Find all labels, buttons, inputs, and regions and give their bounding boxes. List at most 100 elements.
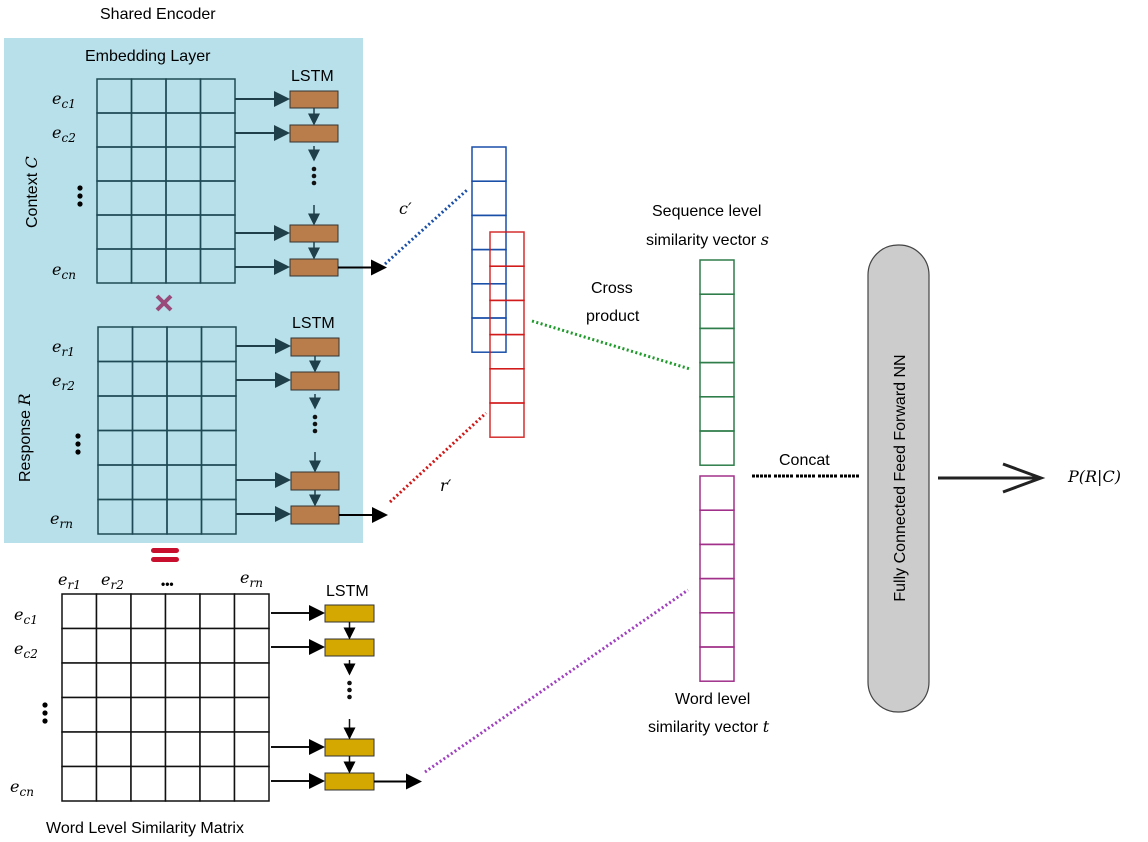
r-prime-connector: [388, 411, 488, 504]
word-lstm-chain: [271, 604, 422, 791]
vector-cell: [471, 180, 507, 217]
lstm-cell: [289, 258, 339, 277]
lstm-cell: [290, 337, 340, 357]
lstm-cell: [289, 124, 339, 143]
grid-cell: [164, 731, 201, 768]
ellipsis-dot: [312, 421, 318, 427]
cross-product-connector: [531, 319, 691, 371]
vertical-ellipsis-icon: [75, 433, 81, 455]
shared-encoder-title: Shared Encoder: [100, 6, 216, 23]
grid-cell: [61, 696, 98, 733]
response-vector-r-prime: [489, 231, 525, 438]
grid-cell: [199, 593, 236, 630]
grid-cell: [130, 696, 167, 733]
grid-cell: [233, 593, 270, 630]
vector-cell: [699, 259, 735, 295]
vector-cell: [699, 396, 735, 432]
grid-cell: [199, 662, 236, 699]
word-lstm-label: LSTM: [326, 583, 369, 600]
vector-cell: [489, 368, 525, 404]
grid-cell: [61, 731, 98, 768]
context-lstm-chain: [235, 90, 387, 277]
word-similarity-vector-t: [699, 475, 735, 682]
lstm-cell: [290, 371, 340, 391]
grid-cell: [95, 662, 132, 699]
ellipsis-dot: [312, 414, 318, 420]
vector-cell: [699, 646, 735, 682]
vector-cell: [699, 430, 735, 466]
concat-label: Concat: [779, 452, 830, 469]
grid-cell: [130, 627, 167, 664]
grid-cell: [233, 696, 270, 733]
grid-cell: [130, 662, 167, 699]
grid-cell: [233, 731, 270, 768]
word-vector-connector: [424, 588, 689, 774]
lstm-cell: [290, 471, 340, 491]
lstm-cell: [324, 604, 375, 623]
word-matrix-row-labels: ec1 ec2 ecn: [10, 605, 48, 799]
cross-product-label-1: Cross: [591, 280, 633, 297]
grid-cell: [95, 627, 132, 664]
lstm-cell: [289, 224, 339, 243]
output-probability-label: P(R|C): [1067, 467, 1121, 486]
word-matrix-col-labels: er1 er2 ••• ern: [58, 568, 263, 592]
context-axis-label: Context C: [22, 156, 41, 228]
context-vector-c-prime: [471, 146, 507, 353]
grid-cell: [164, 662, 201, 699]
row-label-ec2: ec2: [14, 639, 38, 661]
word-vector-label-2: similarity vector t: [648, 717, 770, 736]
ellipsis-dot: [347, 687, 352, 693]
vector-cell: [699, 327, 735, 364]
col-label-ern: ern: [240, 568, 263, 590]
vector-cell: [489, 402, 525, 438]
r-prime-label: r′: [440, 476, 452, 495]
vector-cell: [699, 612, 735, 648]
vector-cell: [699, 509, 735, 546]
output-arrow-icon: [938, 462, 1046, 494]
ellipsis-dot: [311, 166, 317, 172]
grid-cell: [164, 696, 201, 733]
seq-vector-label-2: similarity vector s: [646, 230, 769, 249]
sequence-similarity-vector-s: [699, 259, 735, 466]
grid-cell: [61, 593, 98, 630]
lstm-cell: [324, 738, 375, 757]
word-similarity-matrix-grid: [61, 593, 270, 802]
vector-cell: [699, 361, 735, 398]
response-embedding-grid: [97, 326, 237, 535]
grid-cell: [200, 498, 237, 535]
lstm-cell: [324, 772, 375, 791]
grid-cell: [61, 627, 98, 664]
ffnn-block: [867, 244, 930, 713]
ffnn-label: Fully Connected Feed Forward NN: [892, 354, 909, 601]
ellipsis-dot: [311, 180, 317, 186]
context-lstm-label: LSTM: [291, 68, 334, 85]
grid-cell: [164, 765, 201, 802]
grid-cell: [164, 593, 201, 630]
grid-cell: [199, 731, 236, 768]
grid-cell: [61, 662, 98, 699]
grid-cell: [95, 731, 132, 768]
row-label-ecn: ecn: [10, 777, 34, 799]
seq-vector-label-1: Sequence level: [652, 203, 761, 220]
ellipsis-dot: [347, 694, 352, 700]
ellipsis-dot: [347, 680, 352, 686]
vector-cell: [699, 293, 735, 330]
response-lstm-label: LSTM: [292, 315, 335, 332]
word-matrix-caption: Word Level Similarity Matrix: [46, 820, 244, 837]
ellipsis-dot: [312, 428, 318, 434]
col-label-er2: er2: [101, 570, 124, 592]
grid-cell: [61, 765, 98, 802]
grid-cell: [199, 765, 236, 802]
grid-cell: [95, 765, 132, 802]
c-prime-connector: [383, 188, 469, 266]
grid-cell: [130, 593, 167, 630]
grid-cell: [199, 696, 236, 733]
vertical-ellipsis-icon: [42, 702, 48, 724]
multiply-icon: [155, 294, 173, 312]
lstm-cell: [290, 505, 340, 525]
grid-cell: [233, 765, 270, 802]
embedding-layer-label: Embedding Layer: [85, 48, 211, 65]
row-label-ec1: ec1: [14, 605, 38, 627]
grid-cell: [130, 731, 167, 768]
